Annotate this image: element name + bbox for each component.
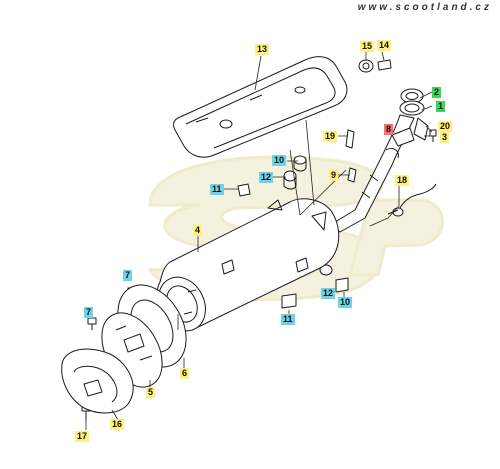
- callout-2: 2: [432, 87, 442, 98]
- callout-12-bottom: 12: [321, 288, 336, 299]
- callout-19: 19: [323, 131, 338, 142]
- callout-15: 15: [360, 41, 375, 52]
- callout-14: 14: [377, 40, 392, 51]
- callout-12-top: 12: [259, 172, 274, 183]
- flange-gasket: [399, 88, 425, 116]
- callout-6: 6: [180, 368, 190, 379]
- callout-13: 13: [255, 44, 270, 55]
- callout-11-top: 11: [210, 184, 224, 195]
- bolt-and-nut: [358, 59, 392, 73]
- callout-16: 16: [110, 419, 125, 430]
- callout-20: 20: [438, 121, 453, 132]
- callout-1: 1: [436, 101, 446, 112]
- sensor-cable: [387, 183, 437, 217]
- callout-7-top: 7: [123, 270, 133, 281]
- callout-17: 17: [75, 431, 90, 442]
- callout-5: 5: [146, 387, 156, 398]
- callout-18: 18: [395, 175, 410, 186]
- callout-9: 9: [329, 170, 339, 181]
- callout-8: 8: [384, 124, 394, 135]
- callout-10-top: 10: [272, 155, 287, 166]
- callout-7-left: 7: [84, 307, 94, 318]
- site-url: www.scootland.cz: [357, 2, 492, 13]
- exhaust-pipe: [329, 114, 429, 233]
- callout-11-bottom: 11: [281, 314, 295, 325]
- heat-shield: [173, 56, 348, 158]
- callout-10-bottom: 10: [338, 297, 353, 308]
- callout-3: 3: [440, 132, 450, 143]
- leader-lines: [85, 51, 433, 430]
- end-cover: [61, 348, 134, 414]
- callout-4: 4: [193, 225, 203, 236]
- line-art: [61, 51, 437, 430]
